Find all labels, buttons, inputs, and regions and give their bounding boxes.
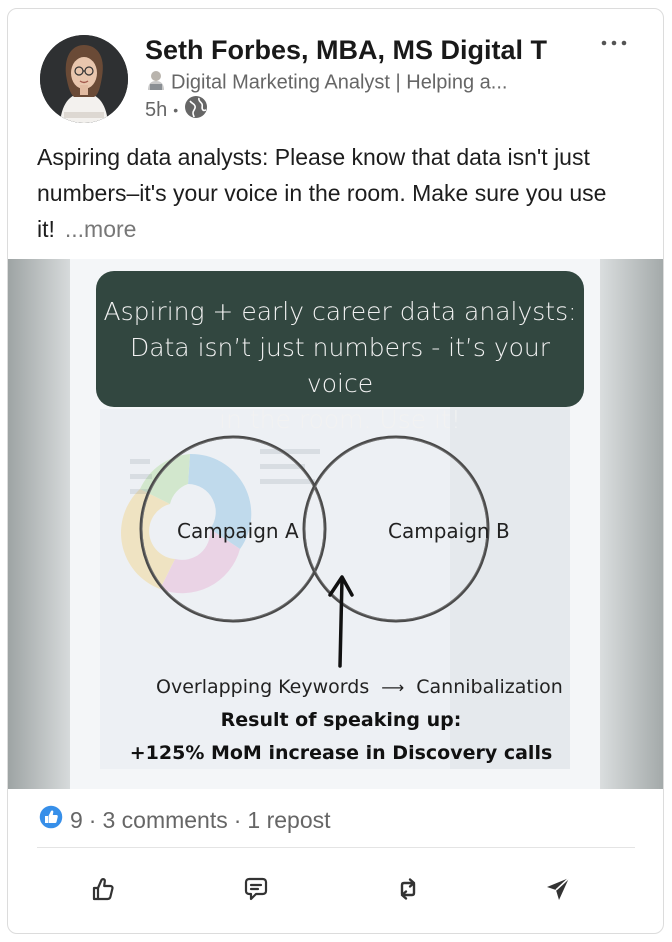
arrow-right-icon: ⟶ <box>381 678 405 697</box>
callout-line-2: Data isn’t just numbers - it’s your voic… <box>129 333 551 398</box>
overlap-caption: Overlapping Keywords ⟶ Cannibalization <box>156 676 563 698</box>
reaction-count[interactable]: 9 <box>70 806 83 833</box>
like-reaction-icon[interactable] <box>38 804 64 836</box>
like-button[interactable] <box>83 871 123 911</box>
comments-count[interactable]: 3 comments <box>102 806 228 833</box>
technologist-emoji-icon <box>145 69 167 97</box>
send-button[interactable] <box>538 871 578 911</box>
like-icon <box>88 874 118 909</box>
post-time: 5h <box>145 98 168 121</box>
venn-label-left: Campaign A <box>177 519 299 543</box>
author-headline-row: Digital Marketing Analyst | Helping a... <box>145 69 565 95</box>
reposts-count[interactable]: 1 repost <box>247 806 331 833</box>
author-headline: Digital Marketing Analyst | Helping a... <box>171 71 508 94</box>
callout-line-3: in the room. Use it! <box>219 405 461 434</box>
image-callout: Aspiring + early career data analysts: D… <box>96 271 584 434</box>
post-card: Seth Forbes, MBA, MS Digital T Digital M… <box>7 8 664 934</box>
count-separator: · <box>88 806 97 833</box>
post-body: Aspiring data analysts: Please know that… <box>37 139 649 247</box>
meta-separator: • <box>173 102 179 118</box>
author-name[interactable]: Seth Forbes, MBA, MS Digital T <box>145 35 548 65</box>
comment-button[interactable] <box>236 871 276 911</box>
overlap-caption-left: Overlapping Keywords <box>156 676 370 698</box>
repost-icon <box>393 874 423 909</box>
callout-line-1: Aspiring + early career data analysts: <box>103 297 577 326</box>
send-icon <box>543 874 573 909</box>
comment-icon <box>241 874 271 909</box>
count-separator: · <box>233 806 242 833</box>
venn-label-right: Campaign B <box>388 519 510 543</box>
social-counts: 9 · 3 comments · 1 repost <box>38 804 331 836</box>
post-text: Aspiring data analysts: Please know that… <box>37 144 607 242</box>
divider <box>37 847 635 848</box>
globe-icon <box>184 95 208 125</box>
result-value: +125% MoM increase in Discovery calls <box>129 742 553 764</box>
venn-diagram <box>139 435 490 668</box>
result-title: Result of speaking up: <box>220 709 462 731</box>
overlap-caption-right: Cannibalization <box>416 676 563 698</box>
more-options-icon[interactable] <box>596 31 636 55</box>
repost-button[interactable] <box>388 871 428 911</box>
see-more-link[interactable]: ...more <box>64 216 137 242</box>
post-meta: 5h • <box>145 95 208 125</box>
author-avatar[interactable] <box>40 35 128 123</box>
